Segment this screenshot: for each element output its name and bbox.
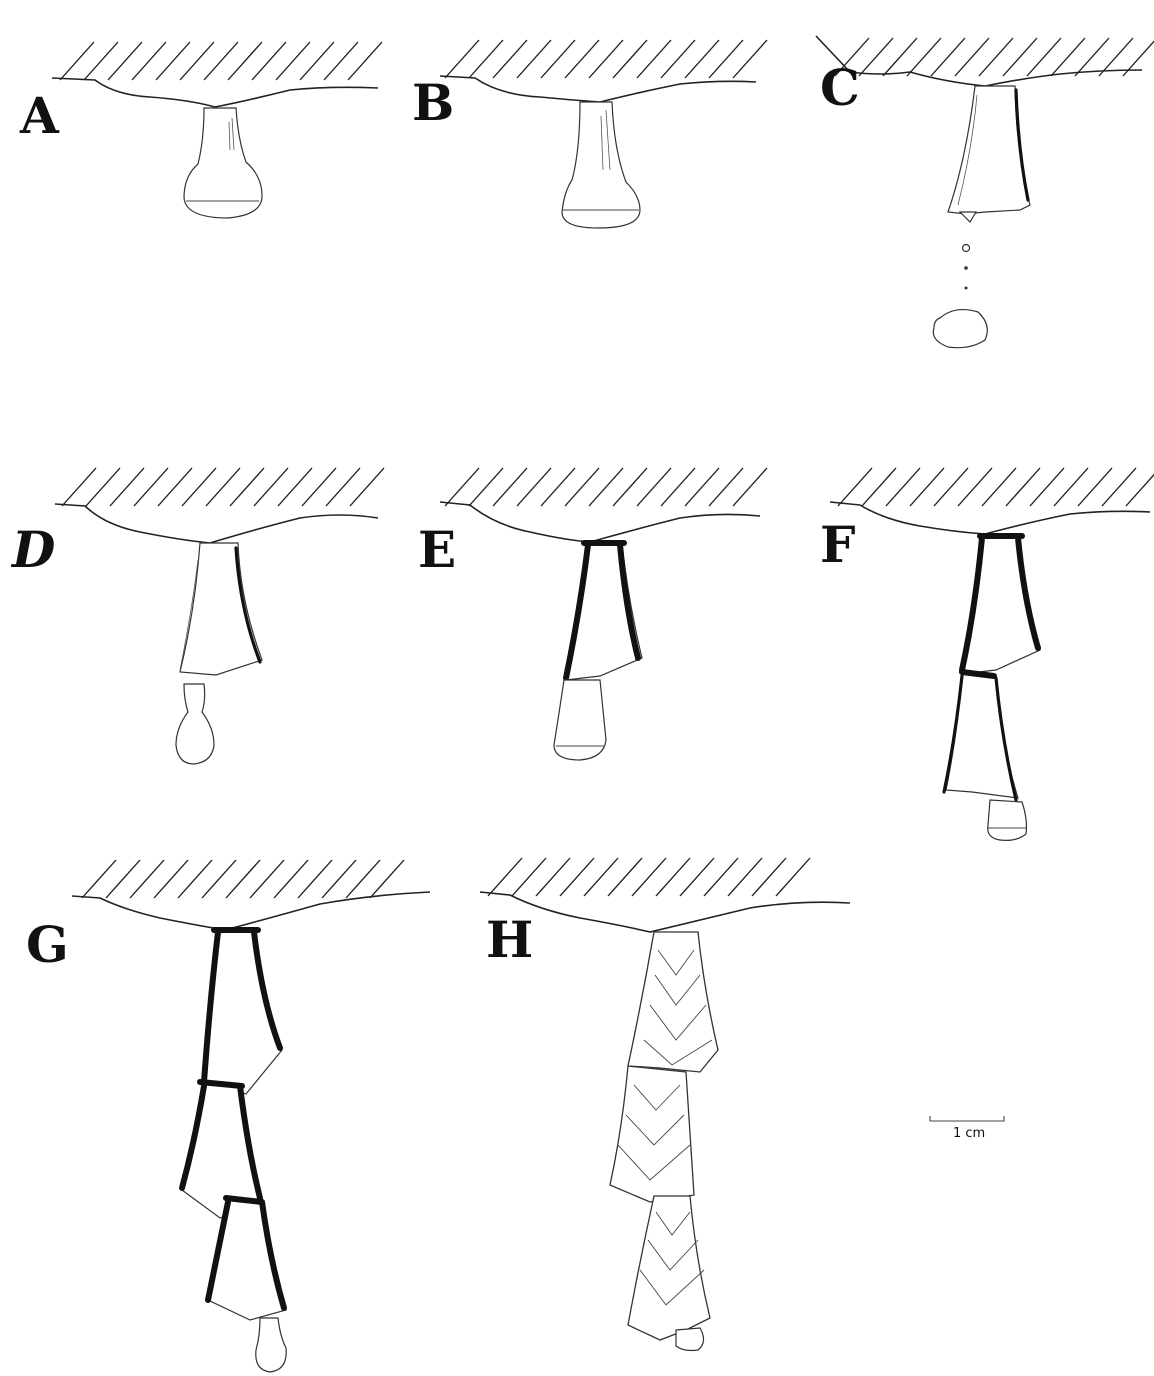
panel-e: E bbox=[418, 468, 767, 760]
panel-label-e: E bbox=[418, 520, 456, 579]
panel-c: C bbox=[816, 36, 1154, 348]
panel-label-d: D bbox=[10, 520, 55, 579]
crystal-stalactite bbox=[610, 932, 718, 1351]
panel-a: A bbox=[19, 42, 382, 218]
panel-label-h: H bbox=[486, 910, 533, 969]
tube-stage-d bbox=[176, 543, 262, 764]
panel-label-f: F bbox=[820, 515, 856, 574]
panel-label-a: A bbox=[19, 86, 60, 145]
panel-label-g: G bbox=[26, 915, 69, 974]
drop-stage-a bbox=[184, 108, 262, 218]
cave-ceiling bbox=[52, 42, 382, 107]
cave-ceiling bbox=[55, 468, 384, 543]
panel-label-c: C bbox=[820, 58, 860, 117]
panel-label-b: B bbox=[412, 73, 454, 132]
scale-bar-label: 1 cm bbox=[953, 1126, 985, 1141]
cave-ceiling bbox=[830, 468, 1154, 534]
scale-bar: 1 cm bbox=[930, 1116, 1004, 1141]
panel-g: G bbox=[26, 860, 430, 1372]
tube-stage-e bbox=[554, 543, 642, 760]
tube-stage-c bbox=[948, 86, 1030, 222]
falling-drops bbox=[933, 245, 987, 348]
cave-ceiling bbox=[480, 858, 850, 932]
panel-f: F bbox=[820, 468, 1154, 840]
panel-d: D bbox=[10, 468, 384, 764]
panel-h: H bbox=[480, 858, 850, 1351]
cave-ceiling bbox=[72, 860, 430, 930]
tube-stage-f bbox=[944, 536, 1040, 840]
panel-b: B bbox=[412, 40, 767, 228]
cave-ceiling bbox=[440, 40, 767, 102]
tube-stage-b bbox=[562, 102, 640, 228]
tube-stage-g bbox=[182, 930, 286, 1372]
cave-ceiling bbox=[440, 468, 767, 542]
cave-ceiling bbox=[816, 36, 1154, 86]
